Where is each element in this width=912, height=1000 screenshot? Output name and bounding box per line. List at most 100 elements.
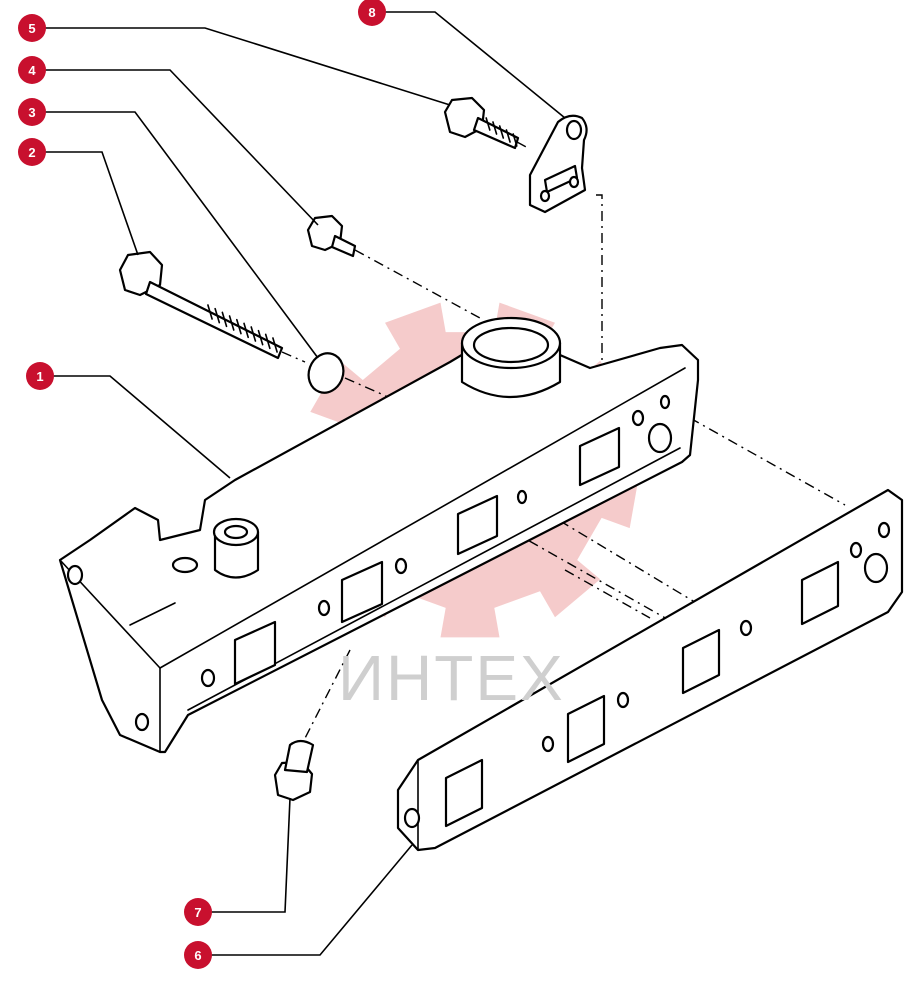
thread-mark: [505, 129, 511, 143]
bolt-4-shank: [330, 234, 357, 258]
manifold-face-hole-2: [317, 599, 331, 617]
thread-mark: [214, 307, 221, 324]
stud-part-7: [273, 739, 315, 802]
bracket-hole-top: [565, 119, 583, 141]
gasket-port-4: [800, 560, 840, 626]
manifold-port-inner: [472, 326, 550, 364]
centerline-gasket-mid1: [521, 497, 709, 611]
callout-7[interactable]: 7: [184, 898, 212, 926]
centerline-stud: [299, 649, 351, 749]
thread-mark: [485, 117, 491, 131]
svg-text:8: 8: [368, 5, 375, 20]
gasket-hole-4: [739, 619, 753, 637]
centerline-gasket-mid2: [509, 529, 691, 633]
manifold-face-hole-1: [200, 668, 216, 688]
leader-2: [32, 151, 139, 256]
centerline-bolt-4: [354, 249, 481, 319]
bolt-2-shank: [144, 280, 284, 360]
gasket-hole-6: [877, 521, 891, 539]
stud-7-shank: [283, 739, 315, 774]
callouts: 1 2 3 4 5 6 7 8: [18, 0, 386, 969]
watermark-text: ИНТЕХ: [338, 642, 565, 714]
manifold-face-hole-7: [647, 422, 673, 454]
manifold-face-hole-3: [394, 557, 408, 575]
bolt-part-2: [118, 250, 284, 360]
gasket-hole-2: [541, 735, 555, 753]
svg-text:1: 1: [36, 369, 43, 384]
thread-mark: [228, 315, 235, 331]
manifold-face-hole-5: [631, 409, 645, 427]
thread-mark: [250, 326, 257, 342]
leader-1: [40, 375, 231, 479]
centerline-bracket: [596, 194, 613, 369]
svg-text:2: 2: [28, 145, 35, 160]
svg-text:3: 3: [28, 105, 35, 120]
centerline-bolt-2: [281, 351, 306, 363]
callout-3[interactable]: 3: [18, 98, 46, 126]
thread-mark: [498, 125, 505, 139]
manifold-mount-hole-bottom: [134, 712, 150, 732]
centerlines: [281, 141, 846, 749]
thread-mark: [221, 311, 228, 328]
manifold-small-boss: [171, 556, 199, 574]
plug-part-3: [307, 352, 345, 394]
leader-3: [32, 111, 319, 359]
manifold-face-hole-6: [659, 394, 671, 410]
svg-text:7: 7: [194, 905, 201, 920]
bracket-hole-left: [539, 189, 551, 203]
manifold-square-port-2: [340, 560, 384, 624]
manifold-face-hole-4: [516, 489, 528, 505]
manifold-square-port-3: [456, 494, 499, 556]
bolt-2-threads: [207, 304, 278, 353]
bracket-part-8: [528, 114, 588, 214]
callout-4[interactable]: 4: [18, 56, 46, 84]
bolt-5-threads: [485, 117, 518, 147]
bolt-part-5: [443, 96, 520, 150]
gasket-hole-5: [849, 541, 863, 559]
callout-5[interactable]: 5: [18, 14, 46, 42]
svg-text:4: 4: [28, 63, 36, 78]
manifold-top-edge: [159, 367, 686, 669]
leader-lines: [32, 11, 566, 956]
leader-4: [32, 69, 319, 226]
callout-2[interactable]: 2: [18, 138, 46, 166]
callout-1[interactable]: 1: [26, 362, 54, 390]
leader-8: [372, 11, 566, 119]
leader-6: [198, 844, 413, 956]
leader-5: [32, 27, 451, 106]
thread-mark: [235, 318, 242, 335]
gasket-hole-1: [403, 807, 421, 829]
callout-6[interactable]: 6: [184, 941, 212, 969]
leader-7: [198, 797, 291, 913]
gasket-hole-3: [616, 691, 630, 709]
centerline-bolt-5: [516, 141, 529, 149]
svg-text:6: 6: [194, 948, 201, 963]
gasket-port-2: [566, 694, 606, 764]
centerline-gasket-left: [564, 569, 651, 619]
manifold-square-port-1: [233, 620, 277, 686]
manifold-part-1: [58, 316, 700, 754]
thread-mark: [272, 337, 278, 353]
manifold-ports: [200, 394, 673, 688]
thread-mark: [207, 304, 213, 320]
gasket-port-1: [444, 758, 484, 828]
callout-8[interactable]: 8: [358, 0, 386, 26]
gasket-hole-7: [863, 552, 889, 584]
gasket-port-3: [681, 628, 721, 695]
gasket-body: [396, 488, 904, 852]
svg-text:5: 5: [28, 21, 35, 36]
thread-mark: [257, 329, 264, 346]
manifold-square-port-4: [578, 426, 621, 487]
manifold-mark: [129, 602, 176, 626]
thread-mark: [492, 121, 498, 135]
thread-mark: [264, 333, 271, 350]
bracket-hole-right: [568, 175, 580, 189]
gasket-part-6: [396, 488, 904, 852]
thread-mark: [512, 133, 518, 147]
manifold-body: [58, 343, 700, 754]
centerline-gasket-right: [689, 417, 846, 506]
manifold-mount-hole-left: [66, 564, 84, 586]
manifold-boss-hole: [223, 524, 249, 540]
thread-mark: [243, 322, 250, 339]
